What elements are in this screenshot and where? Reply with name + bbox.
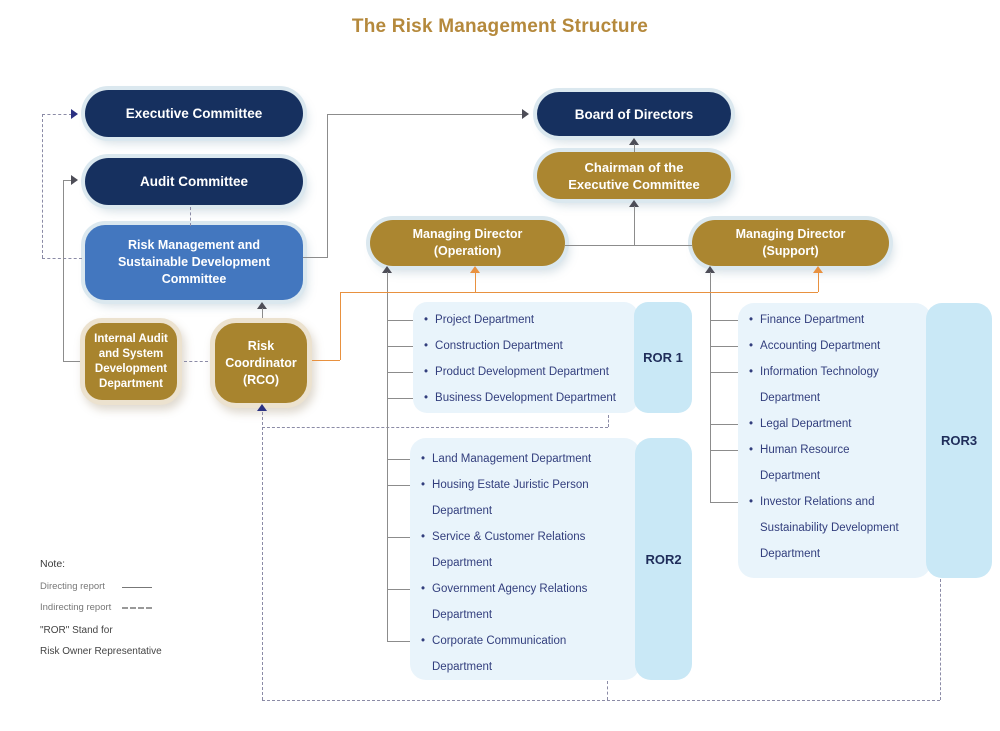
arrowhead-into-md-operation [382, 266, 392, 273]
tab-ror1-label: ROR 1 [634, 302, 692, 413]
connector-tick-ror3-5 [710, 450, 738, 451]
connector-rco-to-riskcommittee [262, 308, 263, 318]
connector-indirect-rors-to-rco-v [262, 412, 263, 700]
connector-chairman-to-board [634, 144, 635, 152]
arrowhead-mds-to-chairman [629, 200, 639, 207]
connector-internalaudit-to-audit-v [63, 180, 64, 361]
connector-indirect-ror1-drop [608, 415, 609, 427]
node-board-of-directors: Board of Directors [537, 92, 731, 136]
list-item: Government Agency Relations Department [418, 576, 626, 628]
connector-tick-ror3-1 [710, 320, 738, 321]
note-ror-stand: "ROR" Stand for [40, 625, 113, 636]
connector-tick-ror2-5 [387, 641, 410, 642]
connector-rco-orange-h2 [340, 292, 818, 293]
node-managing-director-operation: Managing Director (Operation) [370, 220, 565, 266]
connector-tick-ror3-3 [710, 372, 738, 373]
node-audit-committee: Audit Committee [85, 158, 303, 205]
connector-tick-ror3-4 [710, 424, 738, 425]
connector-ror12-spine [387, 272, 388, 641]
list-item: Information Technology Department [746, 359, 918, 411]
connector-mds-to-chairman-v [634, 206, 635, 245]
arrowhead-rco-to-riskcommittee [257, 302, 267, 309]
list-item: Investor Relations and Sustainability De… [746, 489, 918, 567]
arrowhead-chairman-to-board [629, 138, 639, 145]
page-title: The Risk Management Structure [351, 16, 649, 37]
list-item: Accounting Department [746, 333, 918, 359]
arrowhead-into-board-of-directors [522, 109, 529, 119]
list-item: Housing Estate Juristic Person Departmen… [418, 472, 626, 524]
connector-tick-ror3-6 [710, 502, 738, 503]
connector-indirect-audit-to-riskcommittee [190, 207, 191, 226]
connector-internalaudit-left-stub [63, 361, 80, 362]
connector-tick-ror1-3 [387, 372, 413, 373]
node-executive-committee: Executive Committee [85, 90, 303, 137]
connector-internalaudit-to-audit-h [63, 180, 72, 181]
connector-ror3-spine [710, 272, 711, 502]
connector-indirect-ror2-drop [607, 681, 608, 700]
connector-tick-ror2-4 [387, 589, 410, 590]
connector-rco-orange-v1 [340, 292, 341, 360]
connector-orange-branch-mds [818, 272, 819, 292]
node-chairman-executive-committee: Chairman of the Executive Committee [537, 152, 731, 199]
arrowhead-into-executive-committee [71, 109, 78, 119]
arrowhead-into-md-support [705, 266, 715, 273]
connector-indirect-riskcommittee-to-exec-v [42, 114, 43, 258]
ror1-department-list: Project Department Construction Departme… [421, 307, 626, 411]
list-item: Business Development Department [421, 385, 626, 411]
node-risk-management-committee: Risk Management and Sustainable Developm… [85, 225, 303, 300]
arrowhead-into-rco-bottom [257, 404, 267, 411]
list-item: Corporate Communication Department [418, 628, 626, 680]
connector-rco-orange-h1 [312, 360, 340, 361]
connector-tick-ror2-2 [387, 485, 410, 486]
connector-riskcommittee-to-board-h2 [327, 114, 523, 115]
arrowhead-orange-into-md-support [813, 266, 823, 273]
list-item: Product Development Department [421, 359, 626, 385]
ror3-department-list: Finance Department Accounting Department… [746, 307, 918, 567]
ror2-department-list: Land Management Department Housing Estat… [418, 446, 626, 680]
connector-indirect-ror2-ror3-to-rco-h [262, 700, 940, 701]
node-managing-director-support: Managing Director (Support) [692, 220, 889, 266]
connector-riskcommittee-to-board-v [327, 114, 328, 258]
list-item: Human Resource Department [746, 437, 918, 489]
connector-orange-branch-mdo [475, 272, 476, 292]
connector-mds-to-chairman-h [565, 245, 692, 246]
connector-tick-ror1-2 [387, 346, 413, 347]
connector-riskcommittee-to-board-h1 [303, 257, 327, 258]
list-item: Finance Department [746, 307, 918, 333]
connector-indirect-riskcommittee-to-exec-h [42, 114, 72, 115]
note-indirecting-label: Indirecting report [40, 602, 112, 613]
tab-ror3-label: ROR3 [926, 303, 992, 578]
note-directing-label: Directing report [40, 581, 105, 592]
note-ror-meaning: Risk Owner Representative [40, 646, 162, 657]
list-item: Legal Department [746, 411, 918, 437]
connector-indirect-ror1-to-rco-h [262, 427, 608, 428]
list-item: Project Department [421, 307, 626, 333]
connector-tick-ror2-1 [387, 459, 410, 460]
arrowhead-into-audit-committee [71, 175, 78, 185]
arrowhead-orange-into-md-operation [470, 266, 480, 273]
tab-ror2-label: ROR2 [635, 438, 692, 680]
connector-tick-ror1-4 [387, 398, 413, 399]
list-item: Service & Customer Relations Department [418, 524, 626, 576]
connector-tick-ror1-1 [387, 320, 413, 321]
connector-indirect-internalaudit-to-rco [184, 361, 208, 362]
list-item: Construction Department [421, 333, 626, 359]
node-internal-audit-department: Internal Audit and System Development De… [80, 318, 182, 405]
node-risk-coordinator: Risk Coordinator (RCO) [210, 318, 312, 408]
connector-indirect-riskcommittee-left [42, 258, 82, 259]
list-item: Land Management Department [418, 446, 626, 472]
connector-tick-ror2-3 [387, 537, 410, 538]
connector-indirect-ror3-drop [940, 579, 941, 700]
note-heading: Note: [40, 558, 66, 570]
legend-solid-line-sample [122, 587, 152, 588]
connector-tick-ror3-2 [710, 346, 738, 347]
legend-dashed-line-sample [122, 607, 152, 609]
